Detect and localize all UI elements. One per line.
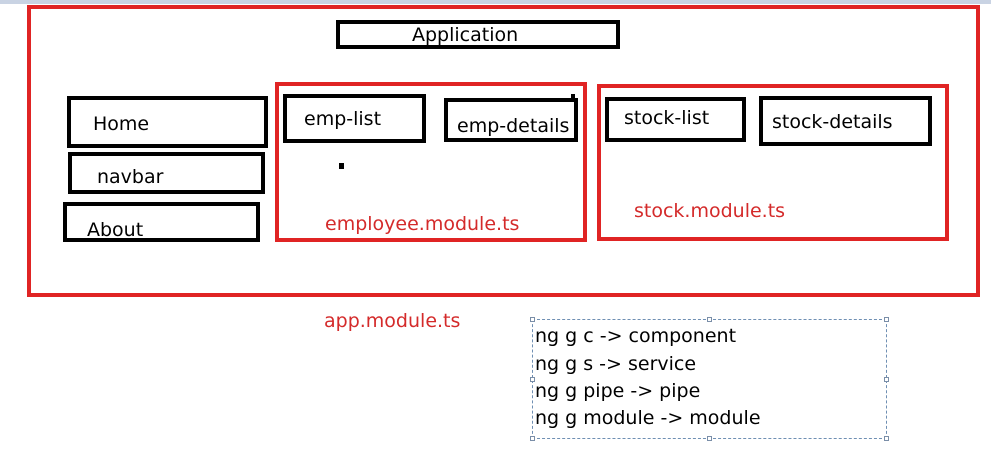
employee-module-boundary [275, 82, 587, 242]
resize-handle-middle-left[interactable] [530, 377, 535, 382]
app-module-boundary [27, 5, 980, 297]
command-line: ng g c -> component [535, 325, 737, 347]
stock-details-label: stock-details [772, 111, 893, 133]
stock-details-component-box: stock-details [759, 96, 932, 146]
application-box: Application [336, 20, 620, 49]
stock-module-boundary [597, 84, 949, 241]
resize-handle-bottom-middle[interactable] [707, 436, 712, 441]
stock-list-label: stock-list [624, 107, 710, 129]
window-top-strip [0, 0, 991, 4]
home-component-box: Home [67, 96, 268, 148]
about-label: About [87, 219, 144, 241]
employee-module-caption: employee.module.ts [325, 213, 520, 235]
navbar-label: navbar [97, 166, 164, 188]
resize-handle-middle-right[interactable] [884, 377, 889, 382]
emp-details-label: emp-details [457, 115, 570, 137]
application-label: Application [412, 24, 519, 46]
about-component-box: About [63, 202, 260, 242]
navbar-component-box: navbar [68, 152, 265, 194]
command-line: ng g module -> module [535, 407, 761, 429]
emp-list-label: emp-list [304, 108, 382, 130]
home-label: Home [93, 113, 150, 135]
resize-handle-bottom-right[interactable] [884, 436, 889, 441]
app-module-caption: app.module.ts [324, 310, 461, 332]
stock-module-caption: stock.module.ts [634, 200, 786, 222]
commands-text-box[interactable]: ng g c -> component ng g s -> service ng… [532, 319, 887, 439]
emp-details-component-box: emp-details [444, 98, 578, 142]
resize-handle-top-left[interactable] [530, 317, 535, 322]
command-line: ng g pipe -> pipe [535, 380, 701, 402]
resize-handle-top-middle[interactable] [707, 317, 712, 322]
stray-dot-mark [571, 94, 575, 101]
resize-handle-top-right[interactable] [884, 317, 889, 322]
resize-handle-bottom-left[interactable] [530, 436, 535, 441]
emp-list-component-box: emp-list [283, 94, 426, 143]
stray-dot-mark [339, 163, 344, 169]
command-line: ng g s -> service [535, 353, 697, 375]
stock-list-component-box: stock-list [605, 97, 746, 142]
